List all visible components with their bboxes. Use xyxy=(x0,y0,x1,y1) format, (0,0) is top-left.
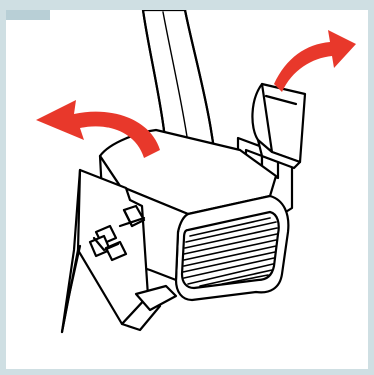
arrow-right-curved-icon xyxy=(274,30,356,92)
arrow-left-curved-icon xyxy=(36,100,160,158)
arrow-left-curved-shape xyxy=(36,100,160,158)
connector-removal-diagram xyxy=(6,10,368,369)
arrow-right-curved-shape xyxy=(274,30,356,92)
